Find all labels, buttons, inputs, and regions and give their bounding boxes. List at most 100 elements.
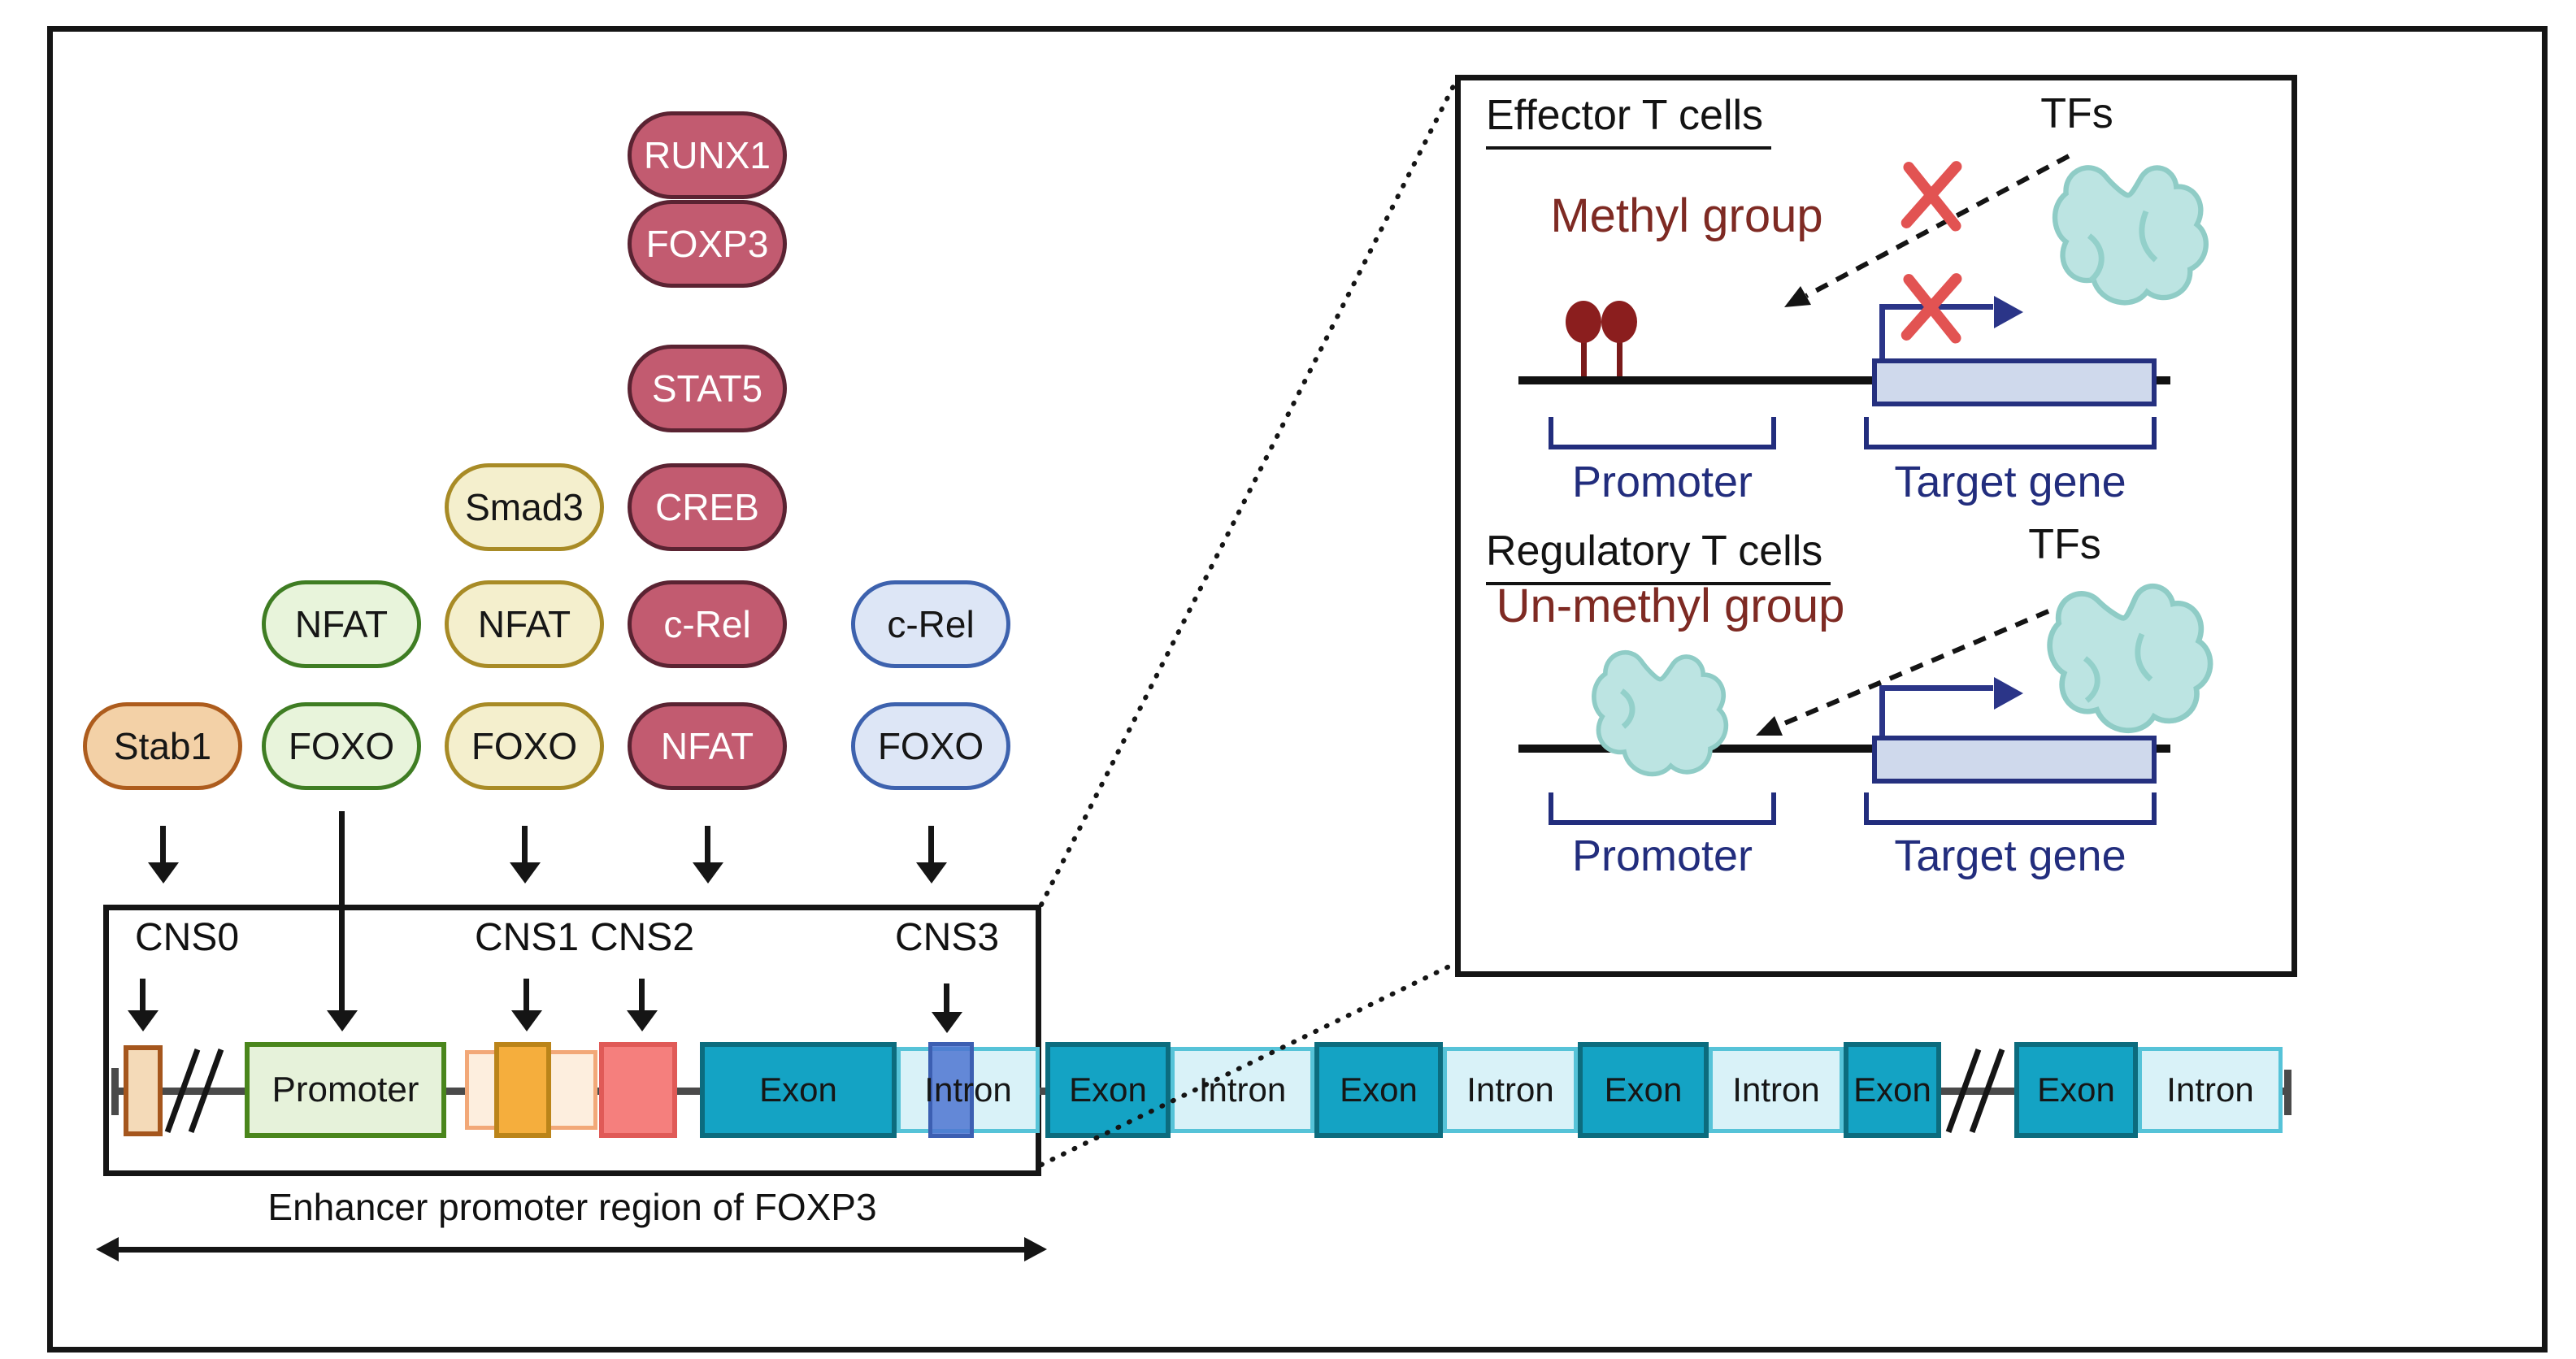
effector-title-text: Effector T cells: [1486, 91, 1772, 150]
exon-box: Exon: [700, 1042, 897, 1138]
enhancer-region-caption: Enhancer promoter region of FOXP3: [267, 1186, 877, 1228]
regulatory-promoter-label: Promoter: [1571, 831, 1753, 880]
blocked-x-icon: [1896, 271, 1969, 344]
blocked-x-icon: [1896, 158, 1969, 232]
unmethyl-group-label: Un-methyl group: [1496, 580, 1845, 632]
regulatory-target-gene-label: Target gene: [1894, 831, 2126, 880]
methyl-lollipop-stem: [1617, 340, 1622, 379]
double-arrow-icon: [96, 1237, 1047, 1261]
exon-box: Exon: [1844, 1042, 1941, 1138]
exon-label: Exon: [2037, 1070, 2115, 1109]
down-arrow-icon: [639, 979, 645, 1011]
down-arrow-icon: [160, 826, 166, 863]
exon-label: Exon: [1604, 1070, 1683, 1109]
down-arrow-icon: [522, 826, 528, 863]
tf-pill-crel-maroon: c-Rel: [628, 580, 787, 668]
down-arrow-icon: [944, 983, 949, 1013]
promoter-bracket: [1549, 792, 1776, 825]
tf-pill-label: STAT5: [651, 367, 763, 410]
methyl-lollipop-icon: [1601, 301, 1637, 343]
intron-label: Intron: [1732, 1070, 1820, 1109]
down-arrow-icon: [140, 979, 146, 1011]
tf-pill-label: NFAT: [477, 603, 571, 645]
methyl-lollipop-stem: [1581, 340, 1587, 379]
intron-box: Intron: [2138, 1047, 2283, 1133]
promoter-box-label: Promoter: [272, 1070, 419, 1109]
cns0-label: CNS0: [134, 916, 240, 959]
intron-box: Intron: [1171, 1047, 1314, 1133]
cns3-marker: [928, 1042, 974, 1138]
tf-pill-label: FOXO: [877, 725, 984, 767]
exon-box: Exon: [1578, 1042, 1709, 1138]
cns0-box: [124, 1045, 163, 1136]
tf-pill-label: NFAT: [660, 725, 754, 767]
promoter-box: Promoter: [245, 1042, 446, 1138]
methyl-group-label: Methyl group: [1550, 189, 1823, 242]
target-gene-bracket: [1864, 417, 2157, 449]
tf-pill-nfat-yellow: NFAT: [445, 580, 604, 668]
regulatory-tfs-label: TFs: [2028, 521, 2101, 568]
tf-pill-label: Stab1: [113, 725, 212, 767]
tf-pill-stab1: Stab1: [83, 702, 242, 790]
down-arrow-icon: [928, 826, 934, 863]
cns3-label: CNS3: [894, 916, 1000, 959]
gene-line-start-cap: [111, 1068, 119, 1115]
enhancer-region-box: [103, 905, 1041, 1176]
intron-label: Intron: [2166, 1070, 2254, 1109]
cns1-box: [494, 1042, 551, 1138]
down-arrow-icon: [705, 826, 710, 863]
tf-pill-label: Smad3: [465, 486, 584, 528]
tf-pill-label: RUNX1: [644, 134, 771, 176]
regulatory-dna-line: [1518, 745, 2170, 753]
exon-box: Exon: [1314, 1042, 1443, 1138]
tf-protein-blob: [2019, 559, 2240, 760]
tf-pill-label: FOXO: [288, 725, 395, 767]
tf-pill-foxo-green: FOXO: [262, 702, 421, 790]
exon-label: Exon: [759, 1070, 837, 1109]
tf-protein-blob: [2032, 149, 2227, 321]
figure-border: [47, 26, 2548, 1352]
effector-title: Effector T cells: [1486, 91, 1772, 150]
methyl-lollipop-icon: [1566, 301, 1601, 343]
exon-label: Exon: [1340, 1070, 1418, 1109]
regulatory-title: Regulatory T cells: [1486, 527, 1831, 585]
exon-box: Exon: [1045, 1042, 1171, 1138]
down-arrow-icon: [339, 811, 345, 1011]
intron-label: Intron: [1198, 1070, 1287, 1109]
target-gene-bracket: [1864, 792, 2157, 825]
effector-tfs-label: TFs: [2040, 90, 2113, 137]
effector-dna-line: [1518, 376, 2170, 384]
tf-pill-nfat-green: NFAT: [262, 580, 421, 668]
transcription-arrow: [1879, 677, 2023, 736]
exon-label: Exon: [1853, 1070, 1931, 1109]
intron-label: Intron: [1466, 1070, 1554, 1109]
intron-box: Intron: [1443, 1047, 1578, 1133]
tf-pill-smad3: Smad3: [445, 463, 604, 551]
tf-pill-foxo-blue: FOXO: [851, 702, 1010, 790]
intron-box: Intron: [1709, 1047, 1844, 1133]
cns1-label: CNS1: [474, 916, 580, 959]
tf-pill-creb: CREB: [628, 463, 787, 551]
exon-box: Exon: [2014, 1042, 2138, 1138]
regulatory-target-gene-box: [1872, 736, 2157, 784]
effector-target-gene-label: Target gene: [1894, 458, 2126, 506]
tf-pill-nfat-maroon: NFAT: [628, 702, 787, 790]
cns2-label: CNS2: [589, 916, 695, 959]
exon-label: Exon: [1069, 1070, 1147, 1109]
tf-pill-foxo-yellow: FOXO: [445, 702, 604, 790]
regulatory-title-text: Regulatory T cells: [1486, 527, 1831, 585]
tf-pill-crel-blue: c-Rel: [851, 580, 1010, 668]
intron-label: Intron: [924, 1070, 1012, 1109]
effector-promoter-label: Promoter: [1571, 458, 1753, 506]
tf-pill-label: c-Rel: [663, 603, 751, 645]
tf-pill-runx1: RUNX1: [628, 111, 787, 199]
effector-target-gene-box: [1872, 358, 2157, 406]
gene-line-end-cap: [2284, 1070, 2291, 1115]
tf-protein-blob-bound: [1568, 632, 1751, 797]
cns2-box: [599, 1042, 677, 1138]
tf-pill-label: FOXO: [471, 725, 578, 767]
tf-pill-label: NFAT: [294, 603, 389, 645]
tf-pill-foxp3: FOXP3: [628, 200, 787, 288]
promoter-bracket: [1549, 417, 1776, 449]
